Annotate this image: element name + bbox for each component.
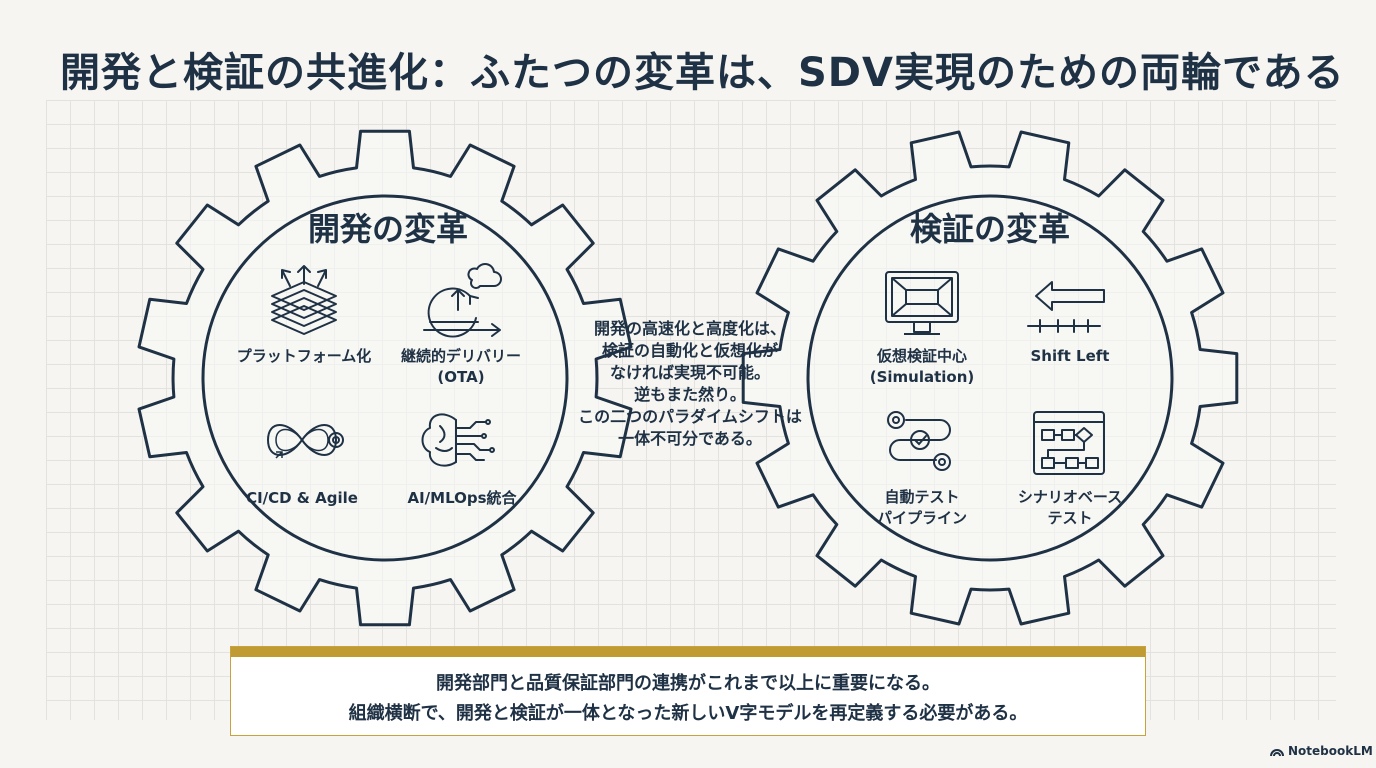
gear-right-inner-ring	[806, 194, 1174, 562]
label-ai-mlops: AI/MLOps統合	[407, 489, 517, 507]
shift-left-arrow-icon	[1027, 281, 1105, 333]
label-shift-left: Shift Left	[1030, 347, 1110, 365]
label-platform: プラットフォーム化	[236, 347, 372, 365]
label-auto-test-pipeline: 自動テスト パイプライン	[876, 488, 967, 527]
gear-left-outline	[137, 129, 633, 627]
brand-mark: NotebookLM	[1270, 744, 1373, 758]
page-title: 開発と検証の共進化：ふたつの変革は、SDV実現のための両輪である	[60, 50, 1345, 96]
flowchart-window-icon	[1033, 411, 1105, 475]
monitor-icon	[885, 271, 959, 335]
conclusion-banner: 開発部門と品質保証部門の連携がこれまで以上に重要になる。 組織横断で、開発と検証…	[230, 646, 1146, 736]
banner-accent-bar	[231, 647, 1145, 657]
label-virtual-verification: 仮想検証中心 (Simulation)	[869, 347, 975, 386]
label-continuous-delivery: 継続的デリバリー (OTA)	[400, 347, 521, 386]
gear-left	[137, 129, 633, 627]
brain-circuit-icon	[421, 413, 495, 467]
pipeline-gears-icon	[887, 411, 951, 471]
gear-left-title: 開発の変革	[307, 210, 468, 248]
label-scenario-test: シナリオベース テスト	[1017, 488, 1123, 527]
center-statement: 開発の高速化と高度化は、 検証の自動化と仮想化が なければ実現不可能。 逆もまた…	[578, 319, 802, 448]
cloud-cycle-icon	[423, 263, 502, 338]
gear-right	[741, 130, 1239, 626]
banner-text: 開発部門と品質保証部門の連携がこれまで以上に重要になる。 組織横断で、開発と検証…	[348, 673, 1028, 724]
gear-left-inner-ring	[201, 194, 569, 562]
infinity-gear-icon	[266, 424, 344, 459]
gear-right-title: 検証の変革	[909, 210, 1070, 248]
gear-right-outline	[741, 130, 1239, 626]
layers-arrows-icon	[271, 265, 337, 335]
notebooklm-logo-icon	[1270, 749, 1284, 757]
label-cicd-agile: CI/CD & Agile	[246, 489, 358, 507]
